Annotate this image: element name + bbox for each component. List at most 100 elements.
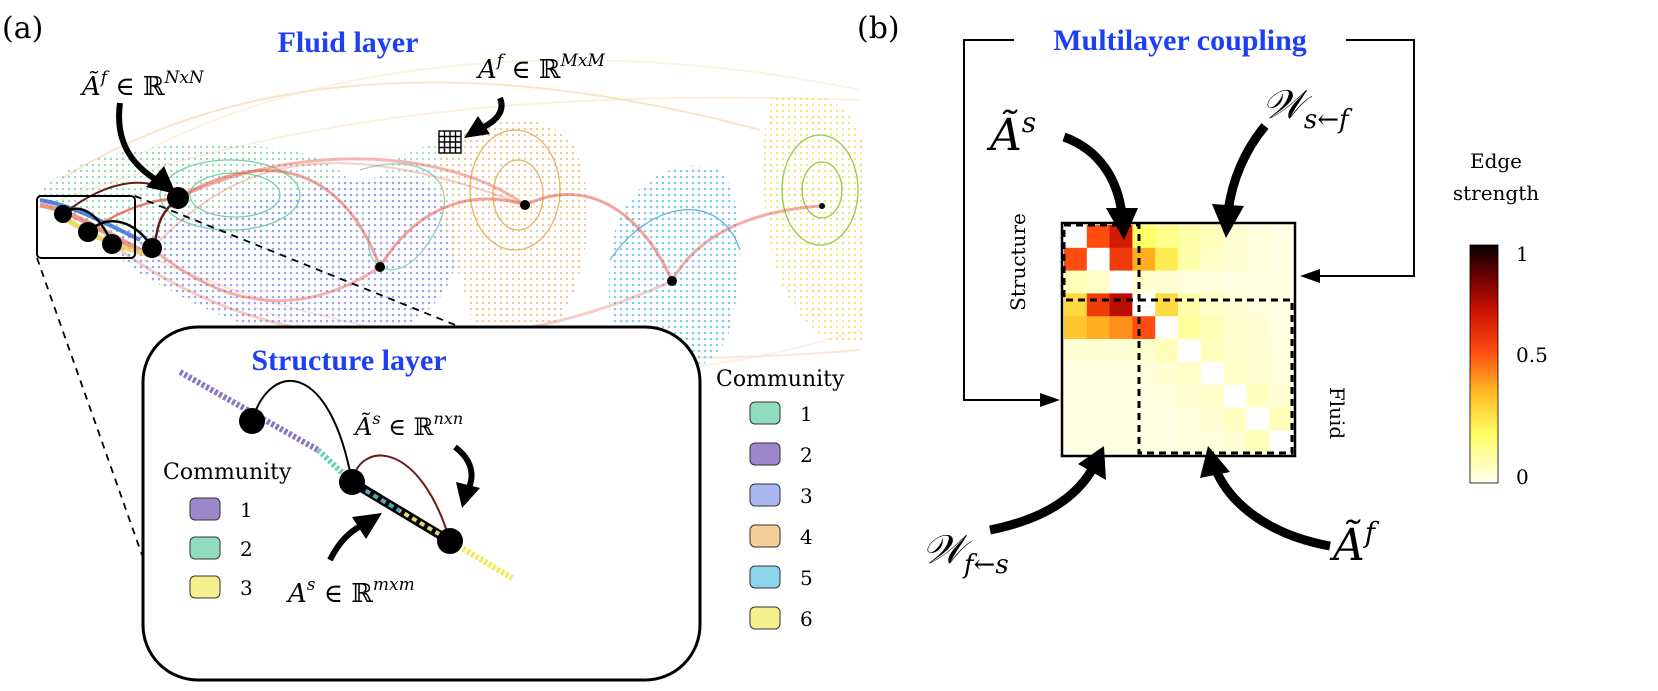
matrix-cell (1155, 293, 1179, 317)
legend-label-2: 2 (800, 443, 813, 467)
matrix-cell (1223, 247, 1247, 271)
matrix-cell (1246, 293, 1270, 317)
legend-swatch-2 (749, 442, 781, 466)
fluid-supernode (520, 200, 530, 210)
matrix-cell (1132, 316, 1156, 340)
matrix-cell (1200, 225, 1224, 249)
grid-icon (438, 130, 462, 154)
matrix-cell (1155, 361, 1179, 385)
community-3-region (110, 177, 459, 340)
matrix-cell (1155, 407, 1179, 431)
axis-label-fluid: Fluid (1325, 387, 1349, 440)
matrix-cell (1246, 225, 1270, 249)
legend-swatch-6 (749, 606, 781, 630)
panel-a-label: (a) (2, 11, 43, 46)
legend-swatch-5 (749, 565, 781, 589)
matrix-cell (1269, 316, 1293, 340)
matrix-cell (1155, 339, 1179, 363)
matrix-cell (1086, 407, 1110, 431)
matrix-cell (1269, 225, 1293, 249)
panel-b: (b) Multilayer coupling Structure Fluid (857, 11, 1548, 580)
matrix-cell (1246, 339, 1270, 363)
legend-label-3: 3 (800, 484, 813, 508)
matrix-cell (1109, 293, 1133, 317)
matrix-cell (1086, 339, 1110, 363)
matrix-cell (1086, 361, 1110, 385)
vorticity-contours (159, 129, 859, 271)
matrix-cell (1223, 270, 1247, 294)
matrix-cell (1155, 247, 1179, 271)
matrix-cell (1269, 430, 1293, 454)
matrix-cell (1064, 270, 1088, 294)
matrix-cell (1269, 339, 1293, 363)
matrix-cell (1132, 339, 1156, 363)
matrix-cell (1223, 339, 1247, 363)
matrix-cell (1064, 361, 1088, 385)
fluid-supernode (667, 276, 677, 286)
zoom-line-right (134, 195, 481, 336)
structure-layer-inset: Structure layer (141, 325, 702, 682)
matrix-cell (1178, 384, 1202, 408)
matrix-cell (1132, 407, 1156, 431)
matrix-cell (1246, 384, 1270, 408)
inset-legend-swatch-1 (189, 497, 221, 521)
matrix-cell (1086, 384, 1110, 408)
inset-legend-label-3: 3 (240, 576, 253, 600)
fluid-communities (38, 93, 862, 377)
multilayer-coupling-title: Multilayer coupling (1053, 24, 1307, 57)
matrix-cell (1246, 270, 1270, 294)
matrix-cell (1086, 270, 1110, 294)
inset-frame (141, 325, 702, 682)
matrix-cell (1178, 430, 1202, 454)
colorbar: Edge strength 1 0.5 0 (1453, 149, 1548, 489)
fluid-supernode (375, 262, 385, 272)
matrix-cell (1223, 293, 1247, 317)
matrix-cell (1064, 339, 1088, 363)
matrix-cell (1109, 339, 1133, 363)
inset-legend-swatch-2 (189, 536, 221, 560)
matrix-cell (1109, 270, 1133, 294)
panel-b-label: (b) (857, 11, 900, 46)
legend-swatch-3 (749, 483, 781, 507)
arrow-Af-tilde (1210, 466, 1331, 551)
matrix-cell (1269, 361, 1293, 385)
legend-label-4: 4 (800, 525, 813, 549)
matrix-cell (1155, 316, 1179, 340)
matrix-cell (1086, 247, 1110, 271)
matrix-cell (1200, 247, 1224, 271)
matrix-cell (1178, 293, 1202, 317)
matrix-cell (1064, 407, 1088, 431)
matrix-cell (1064, 384, 1088, 408)
matrix-cell (1064, 247, 1088, 271)
matrix-cell (1200, 430, 1224, 454)
matrix-cell (1200, 270, 1224, 294)
inset-legend-label-1: 1 (240, 498, 253, 522)
matrix-cell (1132, 293, 1156, 317)
arrow-W-fs (989, 465, 1097, 535)
matrix-cell (1178, 361, 1202, 385)
matrix-cell (1200, 407, 1224, 431)
matrix-cell (1064, 316, 1088, 340)
matrix-arrows (989, 123, 1331, 551)
matrix-cell (1269, 270, 1293, 294)
matrix-cell (1155, 384, 1179, 408)
fluid-supernode (819, 203, 825, 209)
matrix-cell (1178, 339, 1202, 363)
matrix-cell (1246, 361, 1270, 385)
coupling-brackets (963, 39, 1415, 407)
matrix-cell (1200, 316, 1224, 340)
matrix-cell (1200, 361, 1224, 385)
axis-label-structure: Structure (1006, 213, 1030, 311)
matrix-cell (1064, 225, 1088, 249)
label-b-W-fs: 𝒲f←s (922, 527, 1009, 580)
matrix-cell (1200, 339, 1224, 363)
matrix-cell (1223, 384, 1247, 408)
structure-edges-main (62, 207, 154, 249)
matrix-cell (1109, 361, 1133, 385)
matrix-cell (1132, 430, 1156, 454)
colorbar-title-line1: Edge (1470, 149, 1522, 173)
matrix-cell (1064, 430, 1088, 454)
matrix-cell (1132, 384, 1156, 408)
label-b-As-tilde: Ãs (986, 106, 1036, 161)
